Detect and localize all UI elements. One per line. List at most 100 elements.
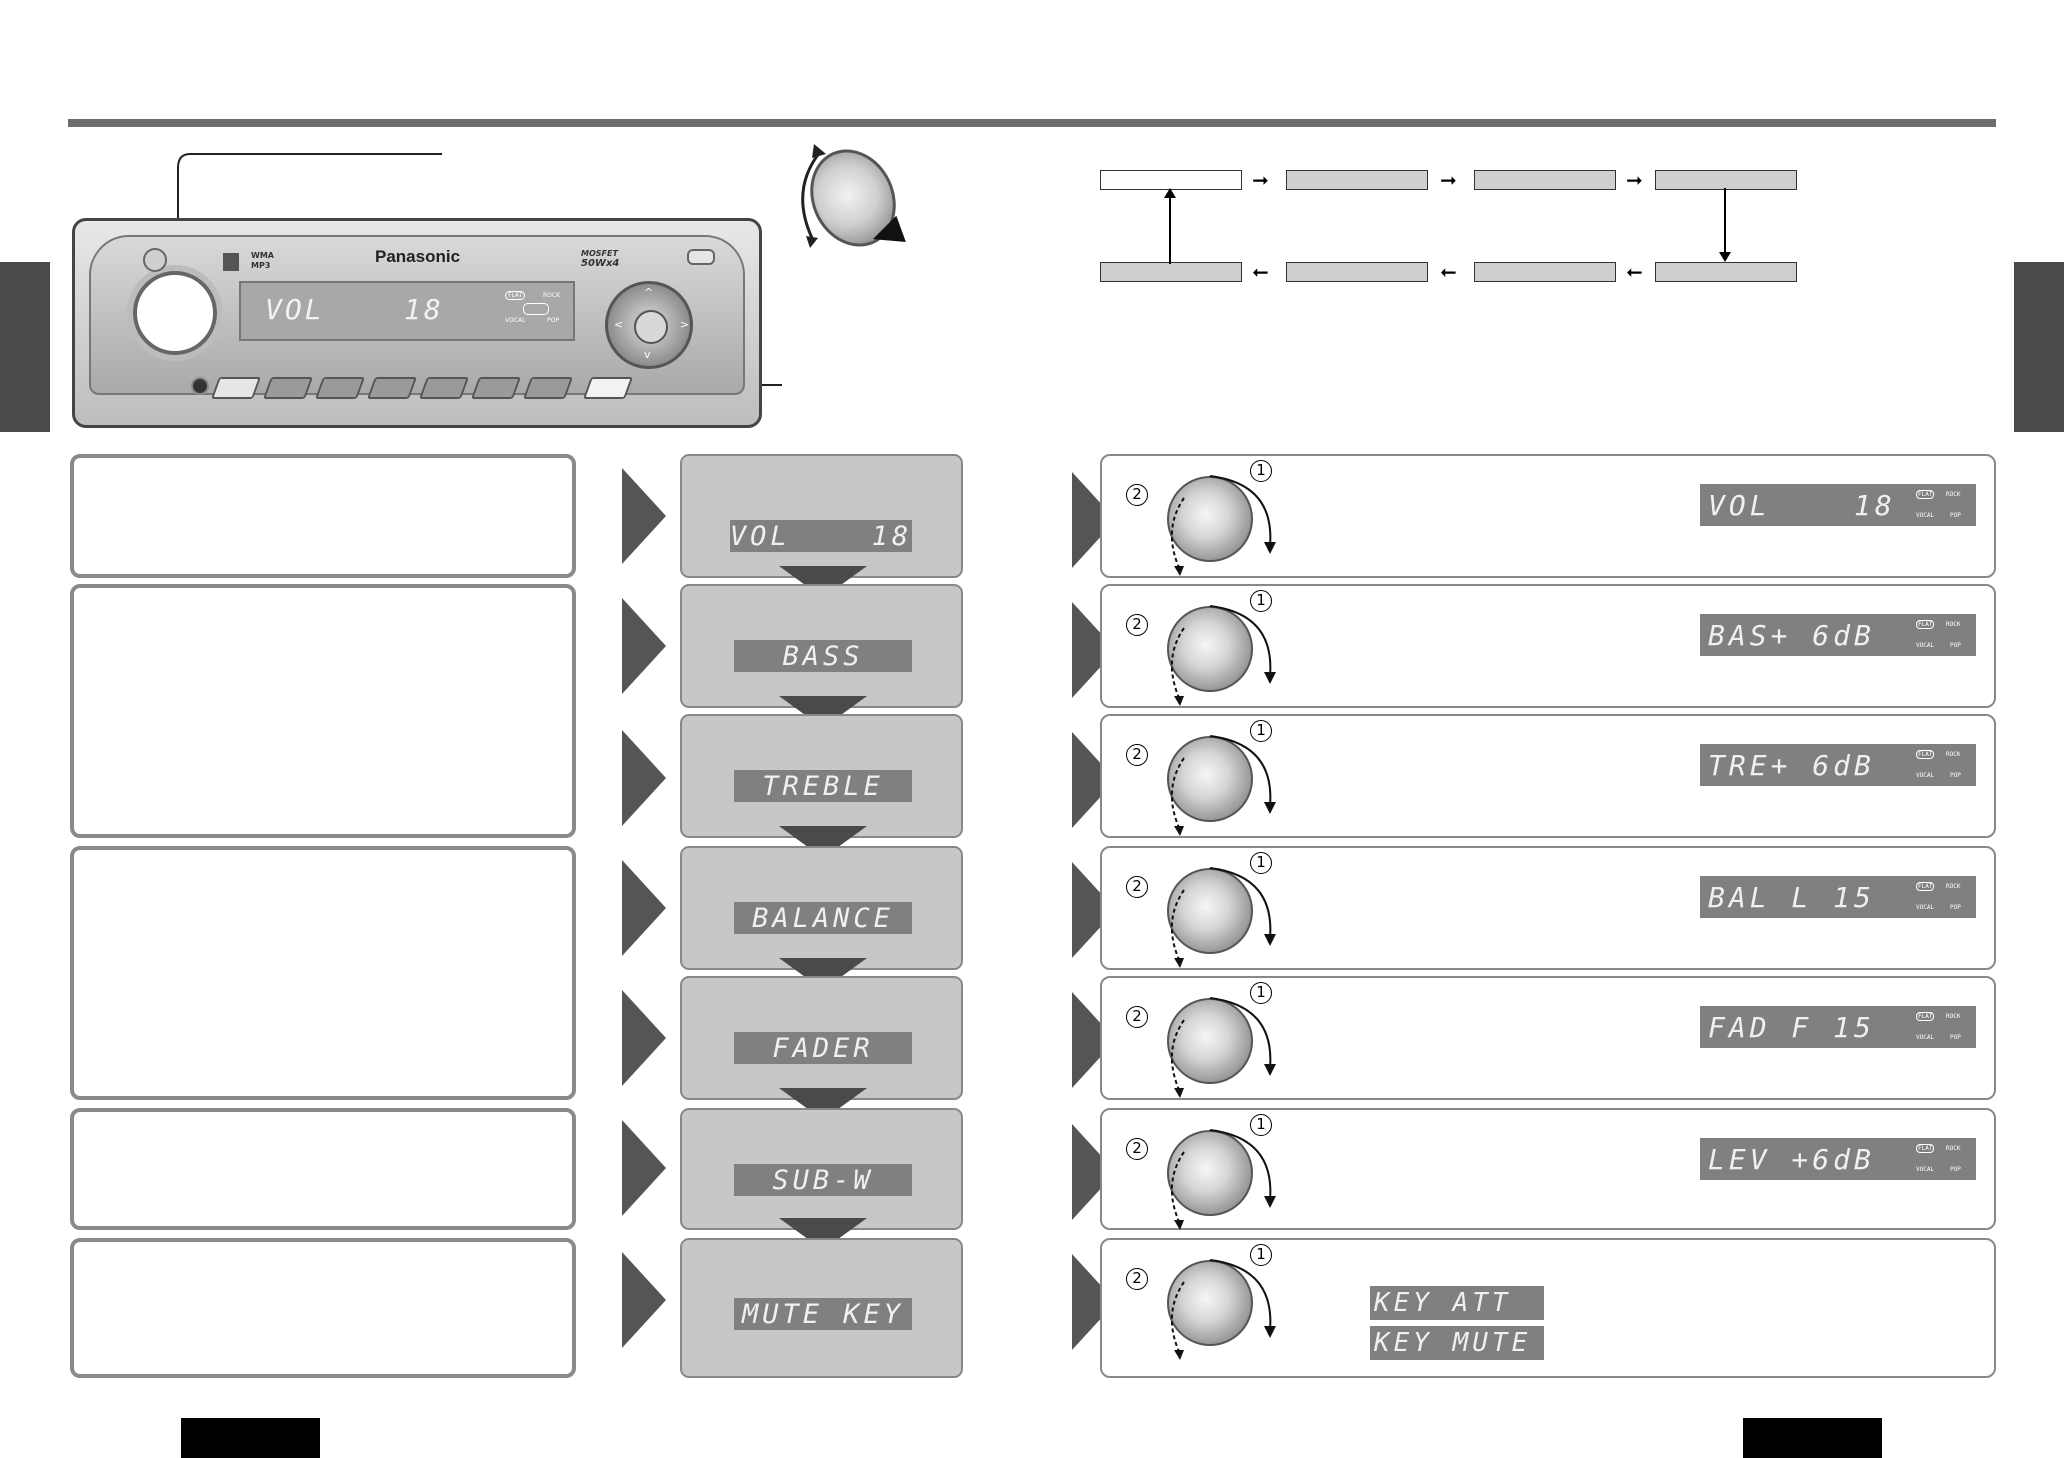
- mosfet-label: MOSFET: [581, 249, 618, 258]
- mode-display: FADER: [734, 1032, 912, 1064]
- step-number-2: 2: [1126, 1006, 1148, 1028]
- eq-indicator: FLAT ROCK VOCAL POP: [503, 289, 569, 329]
- preset-button-5[interactable]: [418, 377, 470, 399]
- volume-knob-icon: [1167, 476, 1253, 562]
- mode-panel-mute-key: MUTE KEY: [680, 1238, 963, 1378]
- arrow-right-icon: [622, 730, 666, 826]
- flow-box-5: [1100, 262, 1242, 282]
- rotation-arrows-icon: [1170, 605, 1276, 706]
- mp3-label: MP3: [251, 261, 271, 270]
- eq-pop-label: POP: [1950, 1166, 1961, 1173]
- flow-arrow-left-2: ➞: [1440, 260, 1457, 284]
- text-panel-balance-fader: [70, 846, 576, 1100]
- step-number-2: 2: [1126, 876, 1148, 898]
- flow-box-4: [1655, 170, 1797, 190]
- power-button[interactable]: [143, 248, 167, 272]
- eq-vocal-label: VOCAL: [1916, 1166, 1935, 1173]
- flow-arrow-up: [1164, 188, 1176, 264]
- adjust-row-bass: 1 2 BAS+ 6dB FLAT ROCK VOCAL POP: [1100, 584, 1996, 708]
- display-button[interactable]: [582, 377, 634, 399]
- down-arrow-icon: v: [644, 348, 651, 361]
- left-page-number-tab: [181, 1418, 320, 1458]
- eq-rock-label: ROCK: [543, 292, 561, 299]
- eq-mini-icon: FLAT ROCK VOCAL POP: [1914, 618, 1972, 652]
- mode-display: SUB-W: [734, 1164, 912, 1196]
- arrow-right-icon: [622, 1252, 666, 1348]
- result-display-text: LEV +6dB: [1708, 1142, 1875, 1176]
- faceplate-display: VOL 18 FLAT ROCK VOCAL POP: [239, 281, 575, 341]
- step-number-1: 1: [1250, 720, 1272, 742]
- text-panel-mute-key: [70, 1238, 576, 1378]
- volume-knob-icon: [1167, 1260, 1253, 1346]
- flow-arrow-right-1: ➞: [1252, 168, 1269, 192]
- eq-flat-label: FLAT: [1916, 1144, 1935, 1153]
- volume-knob-icon: [1167, 868, 1253, 954]
- arrow-right-icon: [622, 598, 666, 694]
- arrow-right-icon: [622, 860, 666, 956]
- eq-rock-label: ROCK: [1946, 491, 1961, 498]
- eq-flat-label: FLAT: [1916, 490, 1935, 499]
- flow-arrow-left-3: ➞: [1626, 260, 1643, 284]
- eq-mini-icon: FLAT ROCK VOCAL POP: [1914, 1142, 1972, 1176]
- left-side-tab: [0, 262, 50, 432]
- mode-panel-treble: TREBLE: [680, 714, 963, 858]
- watt-label: 50Wx4: [581, 258, 620, 269]
- result-display: BAL L 15 FLAT ROCK VOCAL POP: [1700, 876, 1976, 918]
- text-panel-subwoofer: [70, 1108, 576, 1230]
- eq-rock-label: ROCK: [1946, 1013, 1961, 1020]
- step-number-1: 1: [1250, 590, 1272, 612]
- mute-option-key-mute: KEY MUTE: [1370, 1326, 1544, 1360]
- preset-button-1[interactable]: [210, 377, 262, 399]
- preset-button-7[interactable]: [522, 377, 574, 399]
- step-number-1: 1: [1250, 460, 1272, 482]
- direction-pad[interactable]: ^ < > v: [605, 281, 693, 369]
- arrow-right-icon: [622, 468, 666, 564]
- eq-vocal-label: VOCAL: [1916, 772, 1935, 779]
- preset-button-3[interactable]: [314, 377, 366, 399]
- flow-arrow-down: [1719, 188, 1731, 262]
- step-number-2: 2: [1126, 744, 1148, 766]
- step-number-1: 1: [1250, 1244, 1272, 1266]
- adjust-row-vol: 1 2 VOL 18 FLAT ROCK VOCAL POP: [1100, 454, 1996, 578]
- flow-arrow-right-3: ➞: [1626, 168, 1643, 192]
- flow-arrow-left-1: ➞: [1252, 260, 1269, 284]
- result-display-text: FAD F 15: [1708, 1010, 1875, 1044]
- arrow-right-icon: [622, 990, 666, 1086]
- mode-panel-subw: SUB-W: [680, 1108, 963, 1250]
- preset-button-2[interactable]: [262, 377, 314, 399]
- eq-pop-label: POP: [1950, 772, 1961, 779]
- result-display: FAD F 15 FLAT ROCK VOCAL POP: [1700, 1006, 1976, 1048]
- eq-rock-label: ROCK: [1946, 1145, 1961, 1152]
- mute-option-key-att: KEY ATT: [1370, 1286, 1544, 1320]
- mode-display: BALANCE: [734, 902, 912, 934]
- volume-knob[interactable]: [133, 271, 217, 355]
- text-panel-volume: [70, 454, 576, 578]
- mode-display: MUTE KEY: [734, 1298, 912, 1330]
- preset-button-4[interactable]: [366, 377, 418, 399]
- adjust-row-treble: 1 2 TRE+ 6dB FLAT ROCK VOCAL POP: [1100, 714, 1996, 838]
- right-arrow-icon: >: [680, 318, 690, 331]
- eq-center-icon: [523, 303, 549, 315]
- eq-vocal-label: VOCAL: [1916, 642, 1935, 649]
- preset-button-6[interactable]: [470, 377, 522, 399]
- eq-mini-icon: FLAT ROCK VOCAL POP: [1914, 488, 1972, 522]
- format-badge: WMA MP3: [251, 251, 274, 271]
- mode-panel-vol: VOL 18: [680, 454, 963, 598]
- power-badge: MOSFET 50Wx4: [581, 249, 619, 269]
- step-number-1: 1: [1250, 982, 1272, 1004]
- mode-panel-bass: BASS: [680, 584, 963, 728]
- rotation-arrows-icon: [1170, 1259, 1276, 1360]
- eq-mini-icon: FLAT ROCK VOCAL POP: [1914, 1010, 1972, 1044]
- knob-press-illustration: [790, 135, 920, 261]
- eject-button[interactable]: [687, 249, 715, 265]
- flow-box-1: [1100, 170, 1242, 190]
- adjust-row-subw: 1 2 LEV +6dB FLAT ROCK VOCAL POP: [1100, 1108, 1996, 1230]
- eq-flat-label: FLAT: [1916, 882, 1935, 891]
- play-pause-button[interactable]: [634, 310, 668, 344]
- arrow-right-icon: [622, 1120, 666, 1216]
- eq-mini-icon: FLAT ROCK VOCAL POP: [1914, 880, 1972, 914]
- step-number-2: 2: [1126, 1138, 1148, 1160]
- step-number-1: 1: [1250, 1114, 1272, 1136]
- eq-flat-label: FLAT: [505, 291, 526, 300]
- volume-knob-icon: [1167, 998, 1253, 1084]
